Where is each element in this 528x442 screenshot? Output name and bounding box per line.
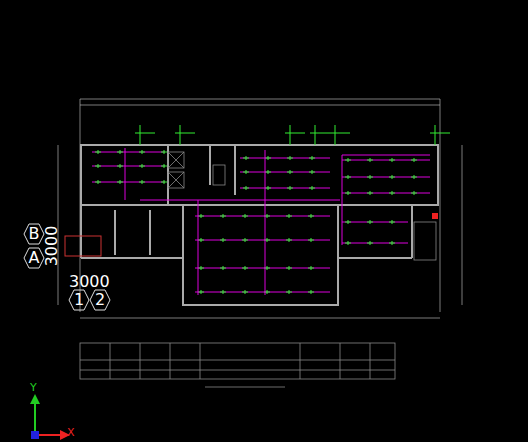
axis-label: Y bbox=[30, 382, 37, 393]
dimension-text: 3000 bbox=[44, 226, 60, 267]
axis-label: X bbox=[67, 427, 75, 438]
grid-bubble: 1 bbox=[68, 289, 90, 311]
grid-bubble: 2 bbox=[89, 289, 111, 311]
grid-label: A bbox=[23, 247, 45, 269]
grid-bubble: B bbox=[23, 223, 45, 245]
grid-bubble: A bbox=[23, 247, 45, 269]
grid-label: B bbox=[23, 223, 45, 245]
grid-label: 1 bbox=[68, 289, 90, 311]
dimension-text: 3000 bbox=[69, 274, 110, 290]
grid-label: 2 bbox=[89, 289, 111, 311]
